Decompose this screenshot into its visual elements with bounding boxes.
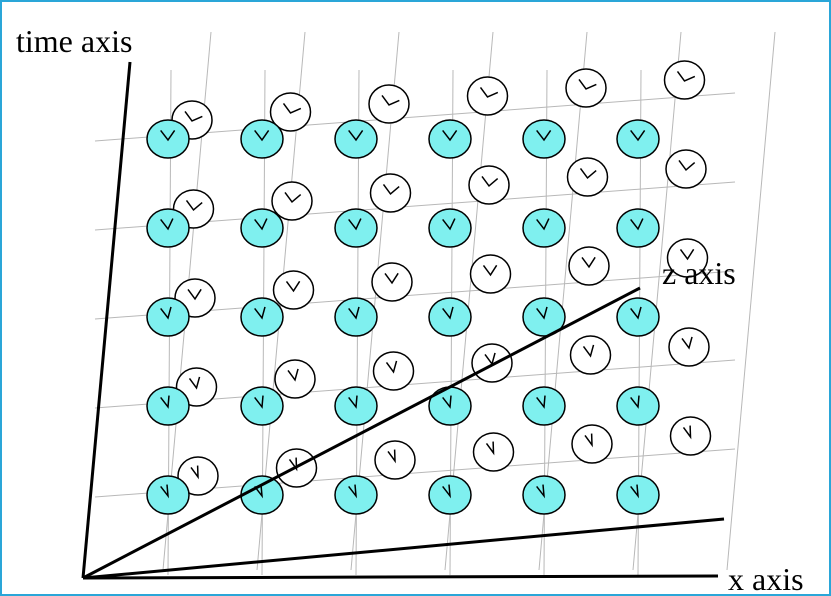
white-clock-icon <box>271 181 313 221</box>
white-clock-icon <box>669 416 712 456</box>
white-clock-icon <box>472 432 515 472</box>
cyan-clock-icon <box>428 386 472 426</box>
cyan-clock-icon <box>334 119 378 159</box>
white-clock-icon <box>469 254 512 294</box>
white-clock-icon <box>566 157 609 197</box>
cyan-clock-icon <box>334 297 378 337</box>
cyan-clock-icon <box>522 386 566 426</box>
cyan-clock-icon <box>428 475 472 515</box>
cyan-clock-icon <box>616 386 660 426</box>
white-clock-icon <box>663 60 706 100</box>
cyan-clock-icon <box>146 297 190 337</box>
cyan-clock-icon <box>334 386 378 426</box>
white-clock-icon <box>368 84 410 124</box>
cyan-clock-icon <box>334 475 378 515</box>
white-clock-icon <box>369 173 412 213</box>
white-clock-icon <box>665 149 707 189</box>
cyan-clock-icon <box>334 208 378 248</box>
grid-vertical-line <box>726 31 776 571</box>
cyan-clock-icon <box>522 297 566 337</box>
white-clock-icon <box>471 343 513 383</box>
white-clock-icon <box>466 76 509 116</box>
white-clock-icon <box>568 246 610 286</box>
floor-edge-line <box>82 517 725 580</box>
front-clock-layer <box>146 119 660 515</box>
z-axis-label: z axis <box>662 255 736 291</box>
cyan-clock-icon <box>240 119 284 159</box>
white-clock-icon <box>569 335 612 375</box>
white-clock-icon <box>371 262 413 302</box>
white-clock-icon <box>666 238 709 278</box>
time-axis-line <box>81 61 132 579</box>
cyan-clock-icon <box>240 475 284 515</box>
cyan-clock-icon <box>522 208 566 248</box>
cyan-clock-icon <box>146 386 190 426</box>
cyan-clock-icon <box>240 386 284 426</box>
cyan-clock-icon <box>240 208 284 248</box>
cyan-clock-icon <box>240 297 284 337</box>
cyan-clock-icon <box>522 119 566 159</box>
cyan-clock-icon <box>146 119 190 159</box>
white-clock-icon <box>272 270 315 310</box>
white-clock-icon <box>571 424 613 464</box>
white-clock-icon <box>468 165 510 205</box>
cyan-clock-icon <box>428 208 472 248</box>
white-clock-icon <box>668 327 710 367</box>
cyan-clock-icon <box>428 119 472 159</box>
white-clock-icon <box>269 92 312 132</box>
x-axis-line <box>82 574 719 580</box>
z-axis-line <box>82 286 641 580</box>
cyan-clock-icon <box>428 297 472 337</box>
axes <box>81 61 725 580</box>
white-clock-icon <box>374 440 416 480</box>
cyan-clock-icon <box>146 475 190 515</box>
cyan-clock-icon <box>146 208 190 248</box>
white-clock-icon <box>177 456 219 496</box>
cyan-clock-icon <box>616 475 660 515</box>
cyan-clock-icon <box>616 297 660 337</box>
white-clock-icon <box>274 359 316 399</box>
white-clock-icon <box>565 68 607 108</box>
cyan-clock-icon <box>616 119 660 159</box>
x-axis-label: x axis <box>728 561 804 596</box>
time-axis-label: time axis <box>16 23 132 59</box>
cyan-clock-icon <box>522 475 566 515</box>
cyan-clock-icon <box>616 208 660 248</box>
white-clock-icon <box>372 351 415 391</box>
